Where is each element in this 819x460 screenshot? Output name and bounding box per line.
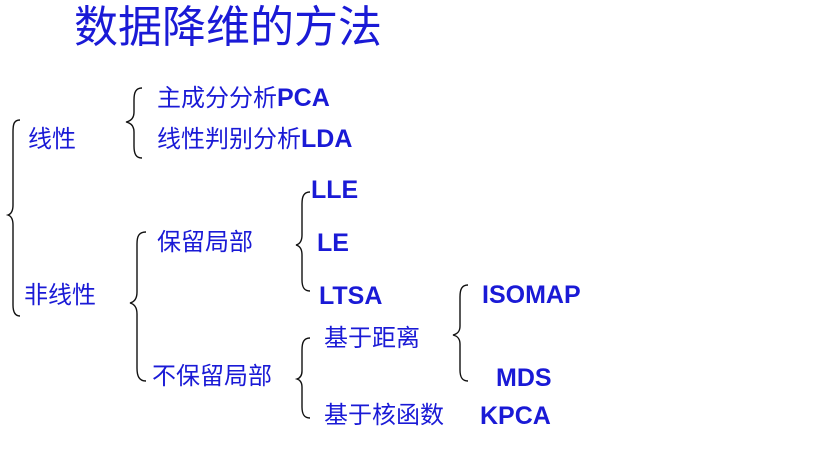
page-title: 数据降维的方法	[74, 2, 382, 53]
linear-brace	[125, 87, 143, 159]
root-brace	[5, 119, 21, 317]
nonlinear-brace	[129, 231, 147, 382]
local-label: 保留局部	[157, 228, 253, 256]
method-mds: MDS	[496, 364, 552, 392]
method-ltsa: LTSA	[319, 282, 383, 310]
distance-brace	[452, 284, 469, 382]
method-name: 线性判别分析	[157, 125, 301, 153]
method-lle: LLE	[311, 176, 359, 204]
distance-label: 基于距离	[324, 324, 420, 352]
method-le: LE	[317, 229, 349, 257]
local-brace	[295, 191, 311, 292]
nonlocal-label: 不保留局部	[152, 362, 272, 390]
kernel-label: 基于核函数	[324, 401, 444, 429]
nonlocal-brace	[294, 337, 311, 419]
nonlinear-label: 非线性	[24, 281, 96, 309]
method-abbr: LDA	[301, 125, 353, 153]
method-name: 主成分分析	[157, 84, 277, 112]
method-lda: 线性判别分析LDA	[157, 127, 352, 152]
method-pca: 主成分分析PCA	[157, 86, 330, 111]
method-abbr: PCA	[277, 84, 330, 112]
linear-label: 线性	[28, 125, 76, 153]
method-isomap: ISOMAP	[482, 281, 581, 309]
method-kpca: KPCA	[480, 402, 551, 430]
